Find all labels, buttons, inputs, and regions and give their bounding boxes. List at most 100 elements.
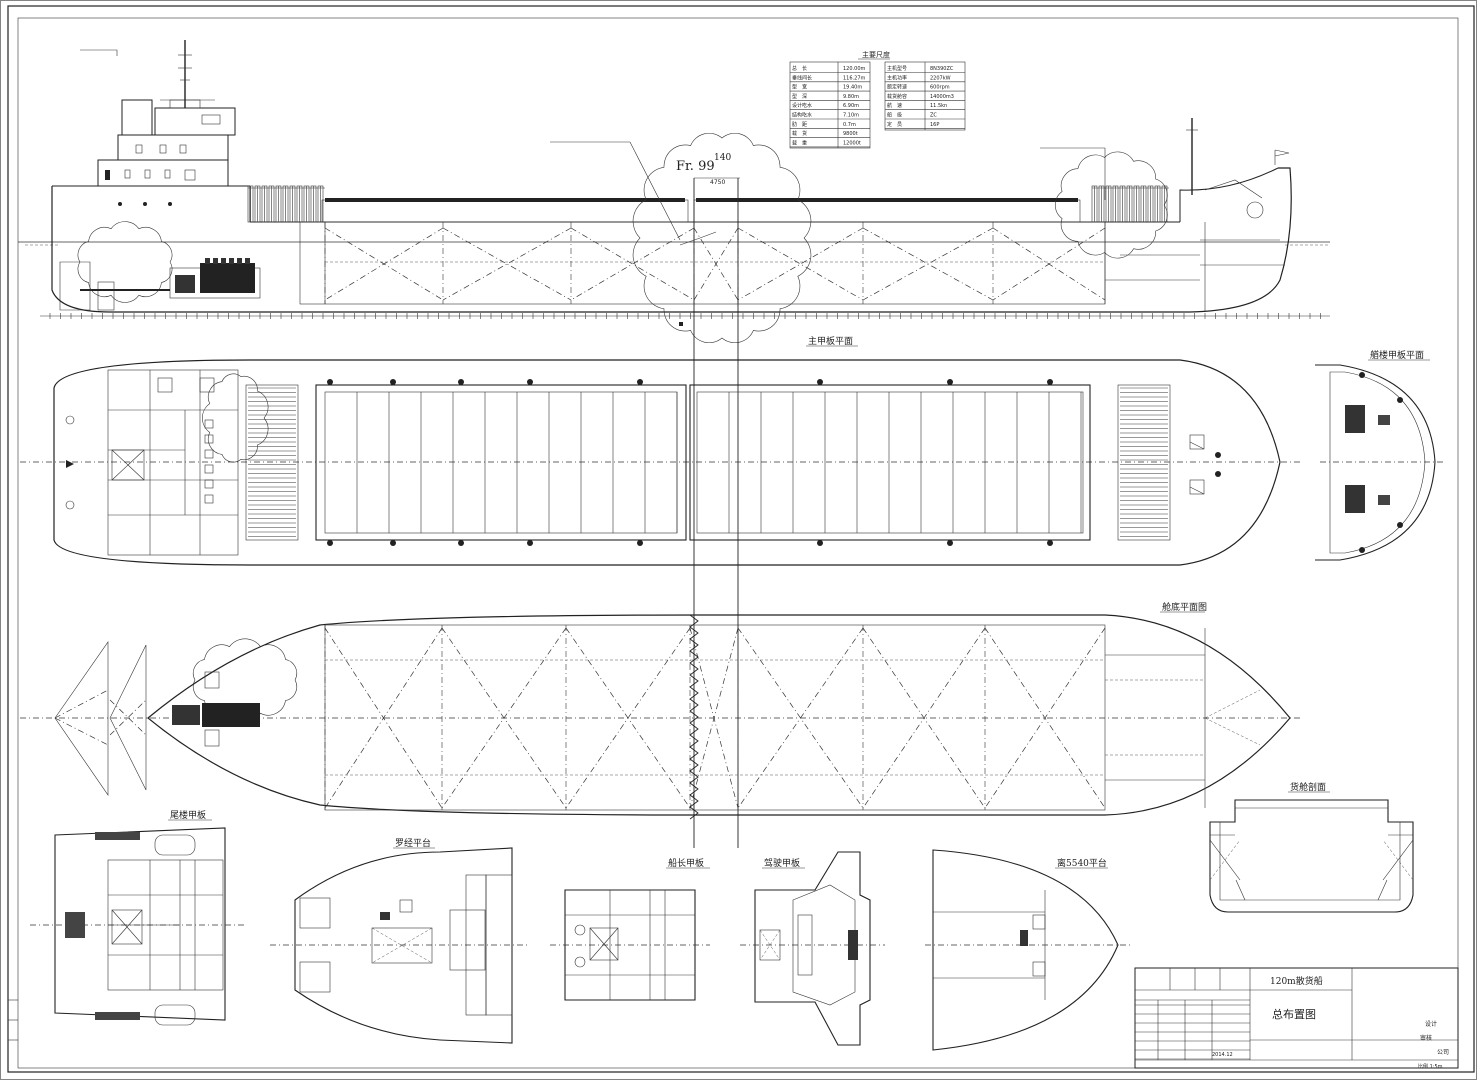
particular-value: 19.40m <box>843 85 862 91</box>
particular-value: 16P <box>930 122 939 128</box>
particular-value: 8N390ZC <box>930 66 954 72</box>
cylinder <box>229 258 234 264</box>
particular-value: 9800t <box>843 131 858 137</box>
particular-name: 载 货 <box>792 130 807 137</box>
bollard <box>1047 540 1053 546</box>
brace <box>689 627 739 809</box>
particular-name: 主机功率 <box>887 74 907 81</box>
poop-deck-title: 尾楼甲板 <box>170 809 206 821</box>
title-block: 120m散货船 总布置图 设计 审核 公司 比例 1:5m 2014.12 <box>1134 967 1459 1070</box>
forecastle-title: 艏楼甲板平面 <box>1370 349 1424 361</box>
particular-name: 总 长 <box>792 65 807 72</box>
fixture <box>204 479 214 489</box>
captain-deck-title: 船长甲板 <box>668 857 704 869</box>
particular-value: 6.90m <box>843 103 859 109</box>
particular-name: 载 重 <box>792 139 807 146</box>
particular-value: 600rpm <box>930 85 950 91</box>
bollard <box>458 540 464 546</box>
particular-name: 型 宽 <box>792 84 807 91</box>
particular-value: 2207kW <box>930 75 951 81</box>
role-design: 设计 <box>1425 1020 1437 1028</box>
particular-value: ZC <box>930 113 937 119</box>
main-engine <box>200 263 255 293</box>
stair <box>111 449 145 481</box>
fixture <box>204 419 214 429</box>
spacing-label: 4750 <box>710 179 725 186</box>
bollard <box>527 540 533 546</box>
company-label: 公司 <box>1437 1049 1449 1056</box>
brace <box>441 627 567 809</box>
particular-name: 型 深 <box>792 93 807 100</box>
bollard <box>327 379 333 385</box>
scale-label: 比例 1:5m <box>1418 1063 1443 1070</box>
bollard <box>390 540 396 546</box>
aux-unit <box>204 671 220 689</box>
brace <box>737 627 864 809</box>
hold-plan: 舱底平面图 <box>20 601 1300 820</box>
particular-value: 0.7m <box>843 122 856 128</box>
brace <box>992 227 1106 301</box>
project-name: 120m散货船 <box>1270 975 1323 987</box>
table-left-frame <box>789 61 871 149</box>
particular-name: 主机型号 <box>887 65 907 72</box>
main-deck-plan: 主甲板平面 <box>20 335 1300 566</box>
platform-5540-title: 离5540平台 <box>1057 857 1107 869</box>
aux-unit <box>204 729 220 747</box>
stair-diag <box>111 449 145 481</box>
brace <box>442 227 572 301</box>
bollard <box>947 540 953 546</box>
bollard <box>327 540 333 546</box>
particular-name: 载货舱容 <box>887 93 907 100</box>
particular-value: 14000m3 <box>930 94 954 100</box>
drawing-name: 总布置图 <box>1272 1007 1316 1021</box>
porthole <box>574 956 586 968</box>
brace <box>737 227 864 301</box>
cylinder <box>245 258 250 264</box>
particular-value: 9.80m <box>843 94 859 100</box>
bollard <box>1047 379 1053 385</box>
main-deck-title: 主甲板平面 <box>808 335 853 347</box>
brace <box>324 627 443 809</box>
cylinder <box>213 258 218 264</box>
stair <box>589 927 619 961</box>
gearbox <box>172 705 200 725</box>
forecastle-deck-plan: 艏楼甲板平面 <box>1315 349 1445 561</box>
frame-mark-text: Fr. 99 <box>676 159 715 174</box>
brace <box>693 227 739 301</box>
particular-name: 垂线间长 <box>792 74 812 81</box>
stair-diag <box>111 909 143 945</box>
brace <box>442 227 572 301</box>
midship-section-title: 货舱剖面 <box>1290 781 1326 793</box>
particular-name: 额定转速 <box>887 84 907 91</box>
particular-value: 120.00m <box>843 66 865 72</box>
stack-outline <box>245 384 299 541</box>
brace <box>570 227 695 301</box>
poop-deck-plan: 尾楼甲板 <box>30 809 245 1026</box>
compass-platform-plan: 罗经平台 <box>270 837 530 1044</box>
bollard <box>390 379 396 385</box>
particular-value: 116.27m <box>843 75 865 81</box>
particular-name: 设计吃水 <box>792 102 812 109</box>
fixture <box>204 449 214 459</box>
fixture <box>204 464 214 474</box>
stair <box>111 909 143 945</box>
profile-view <box>18 40 1330 319</box>
particular-name: 肋 距 <box>792 121 807 128</box>
brace <box>984 627 1106 809</box>
compass-platform-title: 罗经平台 <box>395 837 431 849</box>
particular-value: 12000t <box>843 140 861 146</box>
cylinder <box>205 258 210 264</box>
stair-diag <box>589 927 619 961</box>
frame-annotation: Fr. 99 140 4750 <box>550 141 1106 326</box>
cylinder <box>237 258 242 264</box>
particular-value: 7.10m <box>843 113 859 119</box>
brace <box>565 627 691 809</box>
brace <box>570 227 695 301</box>
captain-deck-plan: 船长甲板 <box>550 857 710 1001</box>
fixture <box>204 434 214 444</box>
bollard <box>817 379 823 385</box>
bridge-deck-title: 驾驶甲板 <box>764 857 800 869</box>
revision-clouds <box>77 132 1168 722</box>
bollard <box>947 379 953 385</box>
